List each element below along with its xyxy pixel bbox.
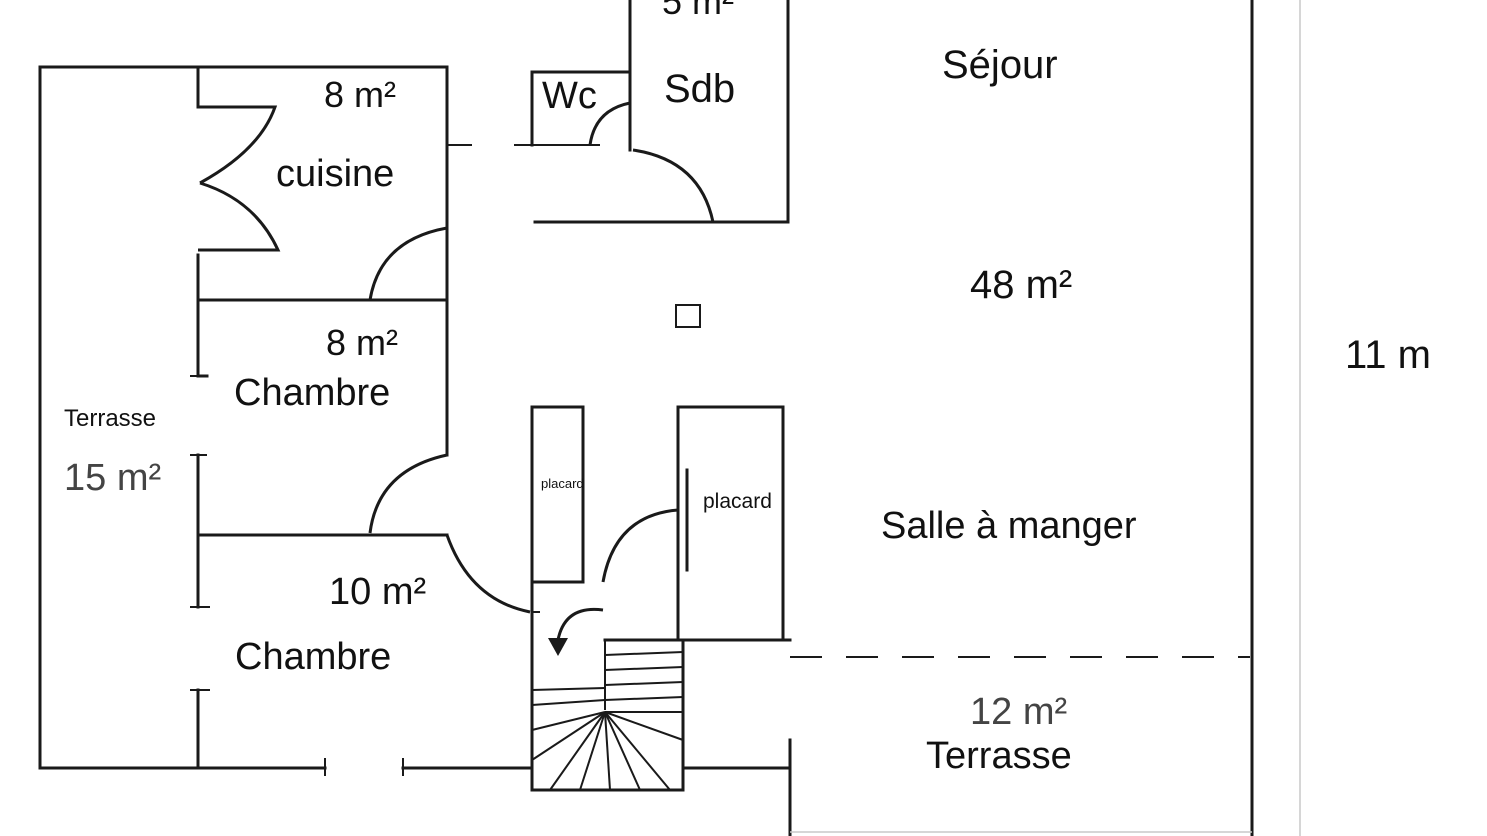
placard-door-swing: [601, 508, 679, 583]
kitchen-bottom-wall: [196, 226, 449, 302]
stair-treads: [531, 651, 684, 791]
terrasse-right-area-label: 12 m²: [970, 691, 1067, 733]
pillar: [675, 304, 701, 328]
wc-box: [530, 70, 632, 147]
terrasse-wall-mid: [196, 253, 209, 378]
sdb-label: Sdb: [664, 67, 735, 111]
cuisine-area-label: 8 m²: [324, 74, 396, 115]
chambre2-area-label: 10 m²: [329, 571, 426, 613]
wc-label: Wc: [542, 75, 597, 117]
stair-arrow-curve: [556, 607, 604, 641]
stair-tread: [604, 651, 684, 656]
stair-tread: [604, 711, 671, 791]
chambre1-label: Chambre: [234, 372, 390, 414]
terrasse-left-label: Terrasse: [64, 405, 156, 432]
kitchen-door-swing-bottom: [198, 181, 281, 252]
stair-tread: [604, 711, 611, 791]
terrasse-left-area-label: 15 m²: [64, 457, 161, 499]
kitchen-door-swing-top: [199, 105, 278, 185]
bedroom2-door-swing: [445, 534, 531, 614]
stair-tread: [549, 711, 606, 791]
terrasse-right-label: Terrasse: [926, 735, 1072, 777]
stair-arrow-head: [548, 638, 568, 656]
chambre1-area-label: 8 m²: [326, 322, 398, 363]
placard-right-box: [676, 405, 785, 642]
stair-tread: [604, 681, 684, 686]
sejour-area-label: 48 m²: [970, 263, 1072, 307]
terrasse-wall-upper: [196, 65, 207, 109]
placard-right-label: placard: [703, 490, 772, 513]
stair-tread: [531, 687, 606, 691]
stair-tread: [579, 711, 606, 791]
stair-tread: [531, 699, 606, 706]
placard-left-label: placard: [541, 476, 584, 491]
stair-tread: [604, 666, 684, 671]
kitchen-door-swing: [368, 226, 448, 301]
sdb-area-label: 5 m²: [662, 0, 734, 22]
stair-left-wall: [530, 580, 685, 792]
stair-tread: [531, 711, 606, 761]
depth-dimension-label: 11 m: [1345, 333, 1431, 377]
sejour-label: Séjour: [942, 43, 1058, 87]
wc-door-swing: [588, 101, 631, 146]
cuisine-label: cuisine: [276, 153, 394, 195]
stair-tread: [604, 696, 684, 701]
placard-left-box: [530, 405, 585, 584]
chambre2-label: Chambre: [235, 636, 391, 678]
sdb-door-swing: [632, 148, 715, 223]
stair-tread: [604, 711, 684, 741]
bedroom1-door-swing: [368, 453, 448, 534]
salle-a-manger-label: Salle à manger: [881, 505, 1137, 547]
stair-tread: [604, 711, 641, 791]
stair-tread: [531, 711, 606, 731]
